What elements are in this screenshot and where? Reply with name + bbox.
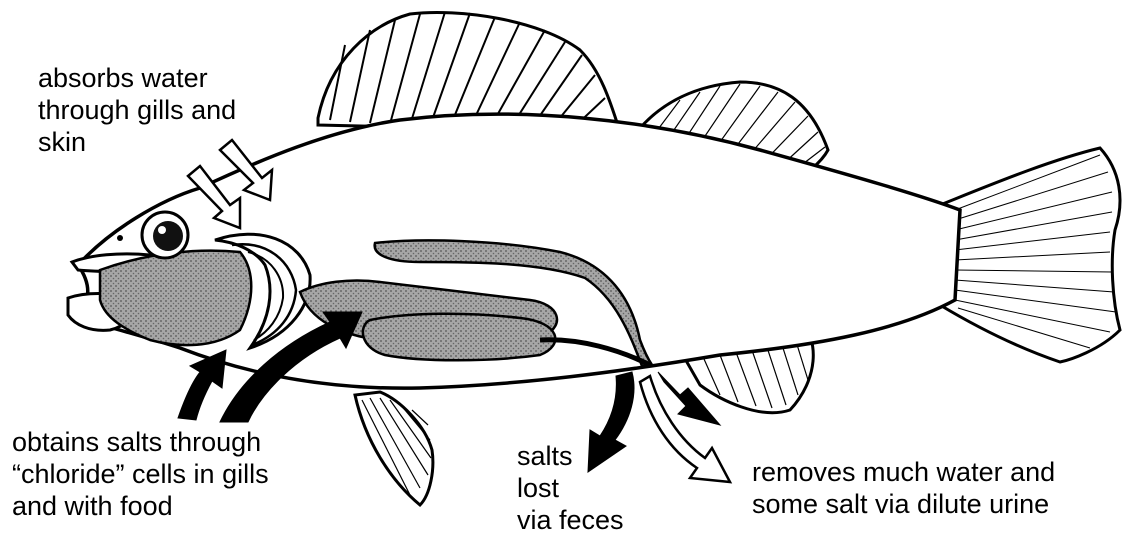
label-obtains-line-2: “chloride” cells in gills xyxy=(12,458,269,490)
label-salts-lost: salts lost via feces xyxy=(517,440,624,536)
label-removes-line-2: some salt via dilute urine xyxy=(752,488,1055,520)
caudal-fin xyxy=(940,148,1120,362)
label-absorbs-line-2: through gills and xyxy=(38,94,236,126)
label-removes-water: removes much water and some salt via dil… xyxy=(752,456,1055,520)
label-obtains-line-1: obtains salts through xyxy=(12,426,269,458)
label-removes-line-1: removes much water and xyxy=(752,456,1055,488)
salt-in-arrow-1 xyxy=(178,350,226,420)
pelvic-fin xyxy=(355,392,433,505)
label-salts-line-2: lost xyxy=(517,472,624,504)
label-absorbs-line-3: skin xyxy=(38,126,236,158)
label-obtains-line-3: and with food xyxy=(12,490,269,522)
intestine xyxy=(363,314,555,361)
label-absorbs-line-1: absorbs water xyxy=(38,62,236,94)
label-obtains-salts: obtains salts through “chloride” cells i… xyxy=(12,426,269,522)
label-absorbs-water: absorbs water through gills and skin xyxy=(38,62,236,158)
label-salts-line-3: via feces xyxy=(517,504,624,536)
label-salts-line-1: salts xyxy=(517,440,624,472)
